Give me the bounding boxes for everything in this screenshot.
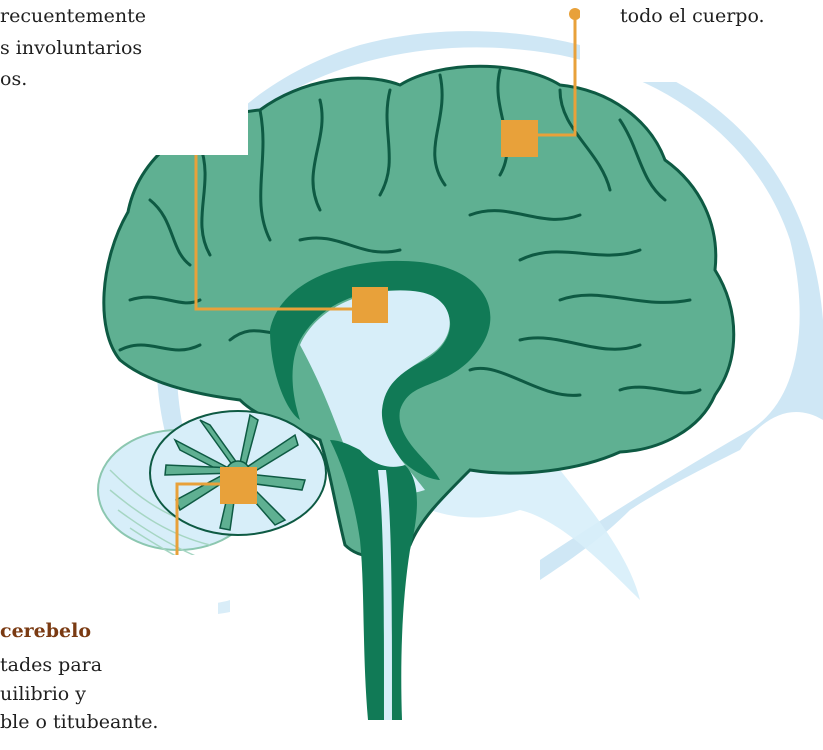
- callout-bottom-left-title: cerebelo: [0, 620, 92, 642]
- callout-top-left-line-1: recuentemente: [0, 5, 146, 27]
- callout-top-left: recuentemente s involuntarios os.: [0, 0, 248, 155]
- marker-cerebellum: [220, 467, 257, 504]
- connector-top-left: [194, 90, 358, 311]
- callout-top-right-line-1: todo el cuerpo.: [620, 5, 765, 27]
- callout-top-right: todo el cuerpo.: [580, 0, 823, 82]
- neck-background: [430, 465, 640, 600]
- connector-top-right: [520, 14, 577, 137]
- gyri: [118, 68, 702, 397]
- cerebellum-back-lines: [109, 469, 216, 571]
- brainstem: [330, 440, 417, 720]
- marker-corpus-callosum: [352, 287, 388, 323]
- callout-bottom-left: cerebelo tades para uilibrio y ble o tit…: [0, 555, 218, 750]
- callout-top-left-line-3: os.: [0, 68, 28, 90]
- callout-top-left-line-2: s involuntarios: [0, 37, 143, 59]
- connector-dot-top-right: [569, 8, 581, 20]
- callout-bottom-left-line-1: tades para: [0, 654, 103, 676]
- spinal-canal: [378, 470, 392, 720]
- corpus-callosum: [270, 260, 491, 480]
- marker-motor-cortex: [501, 120, 538, 157]
- ventricle: [300, 290, 450, 494]
- callout-bottom-left-line-2: uilibrio y: [0, 683, 87, 705]
- callout-bottom-left-line-3: ble o titubeante.: [0, 711, 159, 733]
